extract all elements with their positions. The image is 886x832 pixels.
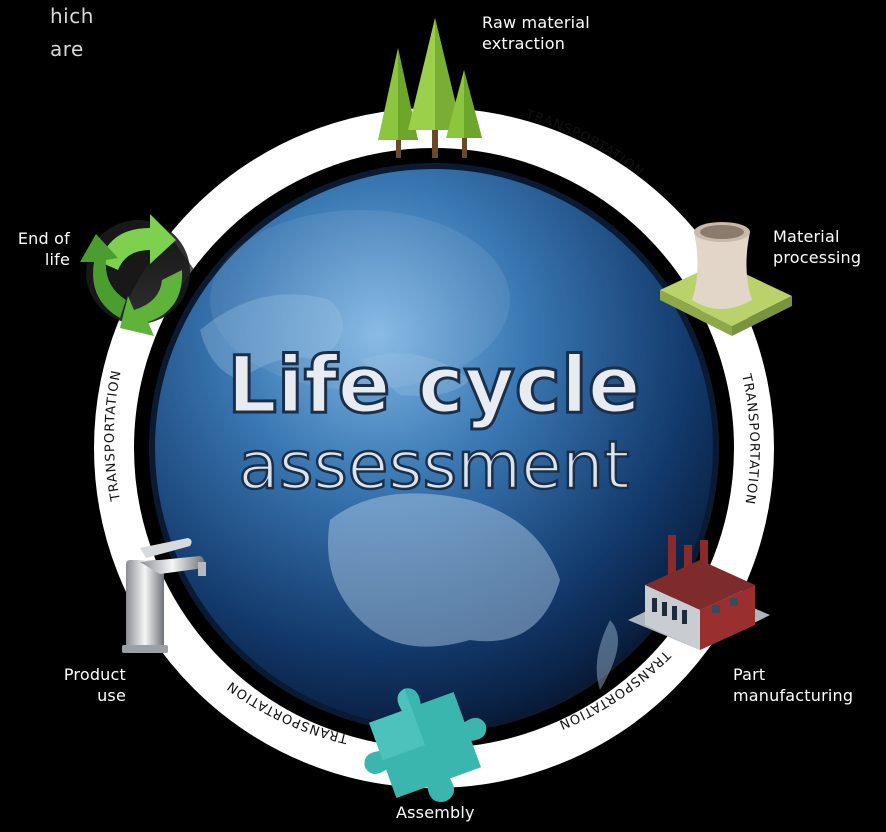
stage-label-part-manufacturing: Part manufacturing <box>733 665 854 705</box>
transport-label-left: TRANSPORTATION <box>103 369 125 503</box>
australia-landmass <box>328 493 560 647</box>
puzzle-piece-icon <box>364 688 487 802</box>
cooling-tower-icon <box>660 222 792 336</box>
factory-icon <box>628 535 770 650</box>
title-line1: Life cycle <box>227 341 640 431</box>
faucet-icon <box>122 538 206 653</box>
stage-label-material-processing: Material processing <box>773 227 862 267</box>
asia-landmass <box>200 294 343 380</box>
stage-label-assembly: Assembly <box>396 803 475 822</box>
corner-text-line1: hich <box>50 4 94 28</box>
stage-label-product-use: Product use <box>63 665 126 705</box>
indonesia-landmass <box>360 353 470 396</box>
tree-icon <box>378 18 482 158</box>
stage-label-raw-material: Raw material extraction <box>482 13 590 53</box>
new-zealand-landmass <box>596 620 618 690</box>
corner-text-line2: are <box>50 37 84 61</box>
title-line2: assessment <box>238 427 629 504</box>
stage-label-end-of-life: End of life <box>17 229 70 269</box>
recycle-icon <box>80 214 190 336</box>
